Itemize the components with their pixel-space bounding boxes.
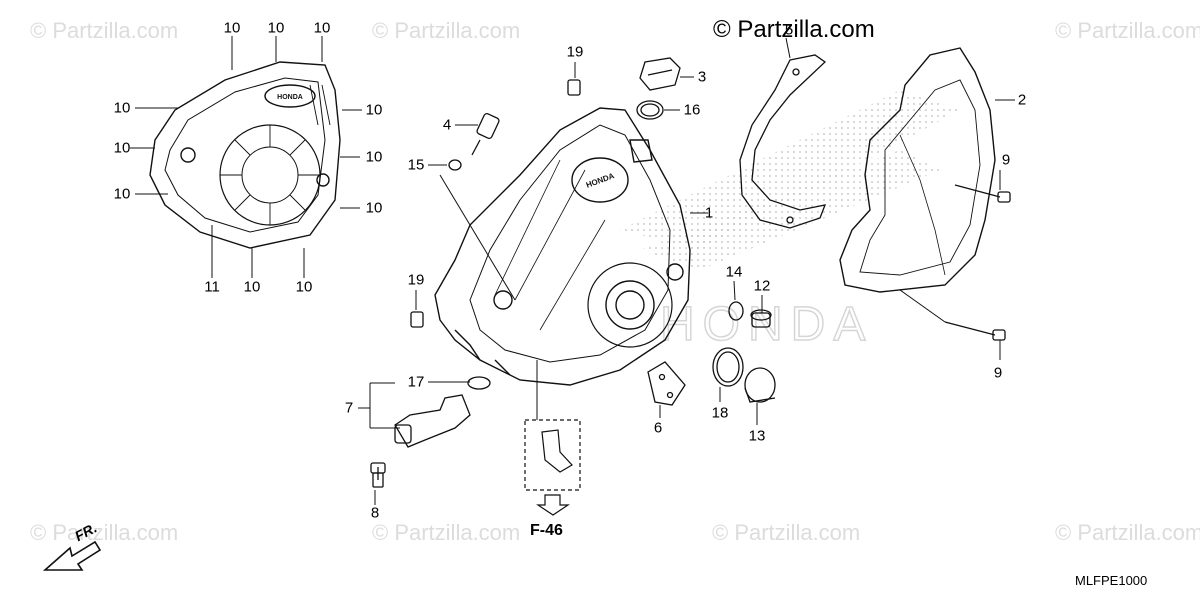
direction-arrow-icon [42,540,102,571]
sprocket-cover [839,47,996,293]
label-part-12: 12 [753,277,771,295]
label-part-13: 13 [748,427,766,445]
watermark: © Partzilla.com [712,520,861,545]
svg-text:HONDA: HONDA [660,298,873,351]
label-part-4: 4 [442,116,452,134]
label-part-10: 10 [113,99,131,117]
label-part-10: 10 [223,19,241,37]
plugs-and-rings [712,301,776,403]
label-part-10: 10 [267,19,285,37]
reference-label: F-46 [530,522,563,539]
background-emblem: HONDA [620,90,960,352]
label-part-10: 10 [243,278,261,296]
watermark: © Partzilla.com [1055,18,1200,43]
leader-lines [130,36,1015,505]
plate [647,361,686,406]
label-part-3: 3 [697,68,707,86]
label-part-6: 6 [653,419,663,437]
label-part-2: 2 [1017,91,1027,109]
reference-box [524,419,581,516]
watermark: © Partzilla.com [1055,520,1200,545]
bolts [370,184,1011,488]
left-outer-cover [149,61,341,249]
label-part-18: 18 [711,404,729,422]
dowel-pins [410,79,581,328]
oil-cap [636,57,681,120]
label-part-10: 10 [365,101,383,119]
gasket [739,54,827,229]
label-part-7: 7 [344,399,354,417]
label-part-10: 10 [113,139,131,157]
label-part-10: 10 [113,185,131,203]
svg-text:HONDA: HONDA [585,171,616,190]
label-part-10: 10 [313,19,331,37]
cover-logo: HONDA [277,94,303,101]
label-part-15: 15 [407,156,425,174]
label-part-5: 5 [784,21,794,39]
bolt-plug [448,112,500,171]
label-part-1: 1 [704,204,714,222]
sensor [394,376,491,448]
label-part-17: 17 [407,373,425,391]
watermark: © Partzilla.com [30,520,179,545]
label-part-10: 10 [365,199,383,217]
label-part-9: 9 [1001,151,1011,169]
label-part-10: 10 [295,278,313,296]
brand-watermark: © Partzilla.com [713,16,875,43]
label-part-8: 8 [370,504,380,522]
label-part-19: 19 [566,43,584,61]
diagram-code: MLFPE1000 [1075,573,1148,588]
watermark: © Partzilla.com [30,18,179,43]
label-part-9: 9 [993,364,1003,382]
watermark: © Partzilla.com [372,520,521,545]
watermark: © Partzilla.com [372,18,521,43]
main-cover [434,107,691,386]
label-part-16: 16 [683,101,701,119]
label-part-14: 14 [725,263,743,281]
label-part-10: 10 [365,148,383,166]
label-part-11: 11 [204,278,220,296]
label-part-19: 19 [407,271,425,289]
